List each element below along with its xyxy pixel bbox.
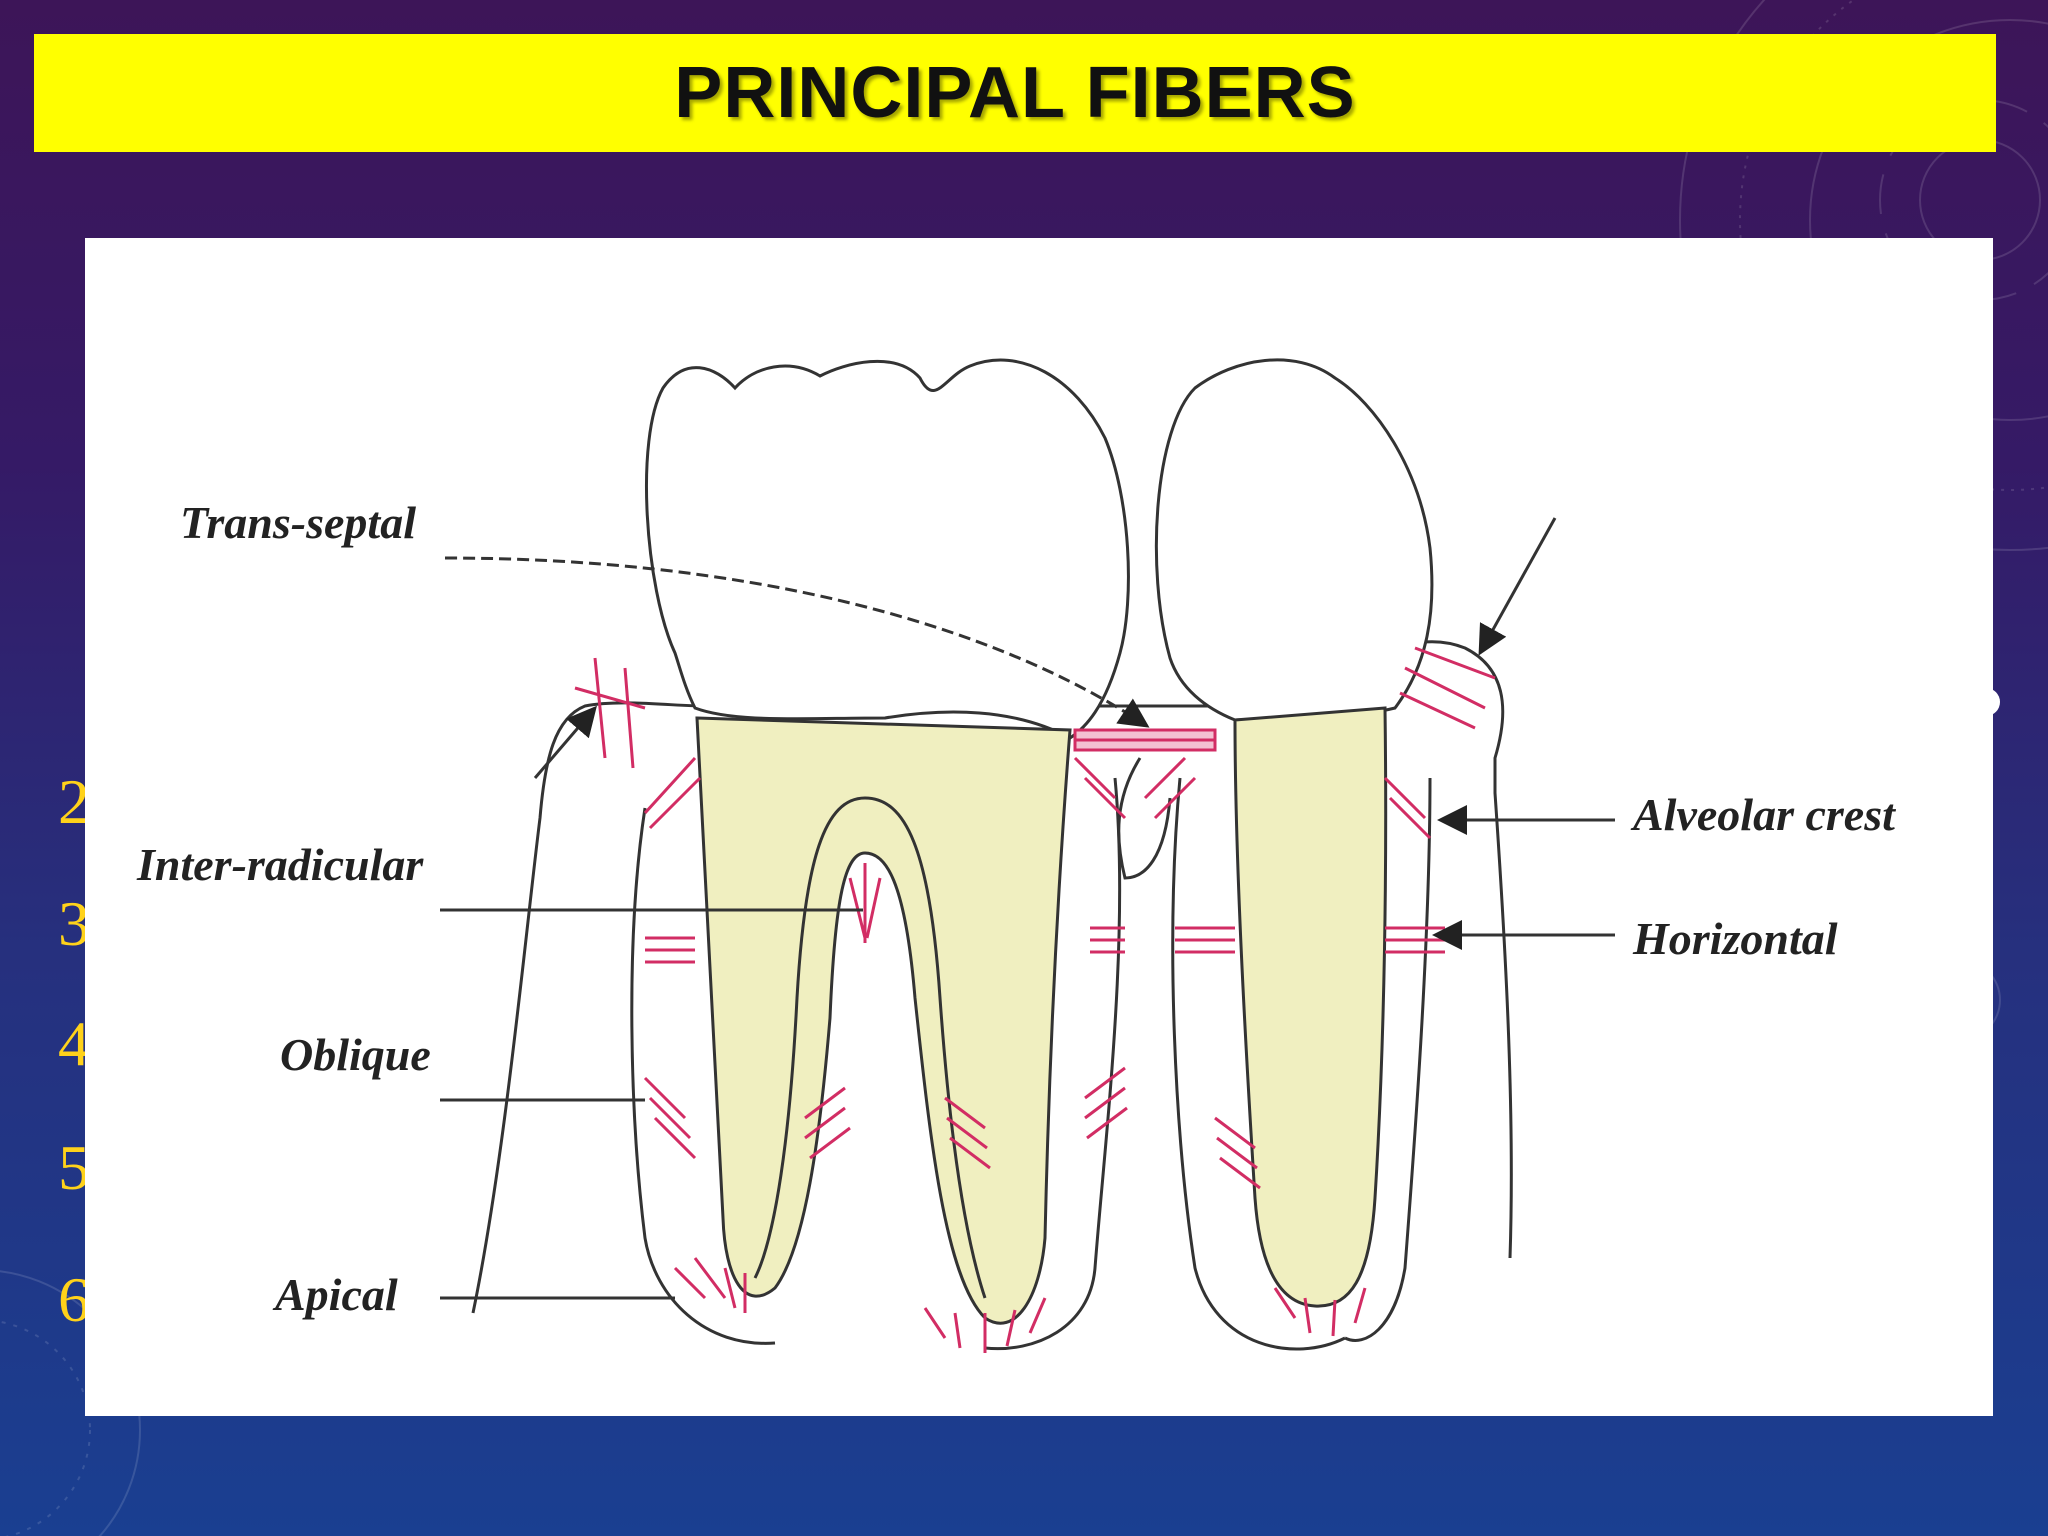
tooth-periodontal-diagram: Trans-septal Inter-radicular Oblique Api… bbox=[136, 358, 1896, 1353]
label-alveolar-crest: Alveolar crest bbox=[1630, 789, 1896, 840]
title-bar: PRINCIPAL FIBERS bbox=[34, 34, 1996, 152]
gingival-arrow-right bbox=[1478, 517, 1557, 656]
gingival-arrow-left bbox=[533, 705, 597, 779]
premolar-crown bbox=[1154, 358, 1434, 722]
trans-septal-leader bbox=[444, 556, 1150, 728]
list-numeral-6: 6 bbox=[58, 1264, 90, 1335]
list-numeral-5: 5 bbox=[58, 1132, 90, 1203]
molar-crown bbox=[644, 358, 1130, 740]
ligament-outlines bbox=[630, 757, 1432, 1351]
list-numeral-3: 3 bbox=[58, 888, 90, 959]
molar-roots bbox=[695, 716, 1072, 1325]
premolar-root bbox=[1233, 706, 1388, 1308]
list-numeral-4: 4 bbox=[58, 1008, 90, 1079]
list-numeral-2: 2 bbox=[58, 766, 90, 837]
label-inter-radicular: Inter-radicular bbox=[136, 839, 424, 890]
diagram-panel: Trans-septal Inter-radicular Oblique Api… bbox=[85, 238, 1993, 1416]
label-trans-septal: Trans-septal bbox=[180, 497, 416, 548]
label-apical: Apical bbox=[272, 1269, 398, 1320]
label-horizontal: Horizontal bbox=[1632, 913, 1838, 964]
label-oblique: Oblique bbox=[280, 1029, 431, 1080]
leader-lines bbox=[440, 517, 1615, 1300]
slide-title: PRINCIPAL FIBERS bbox=[674, 53, 1356, 133]
